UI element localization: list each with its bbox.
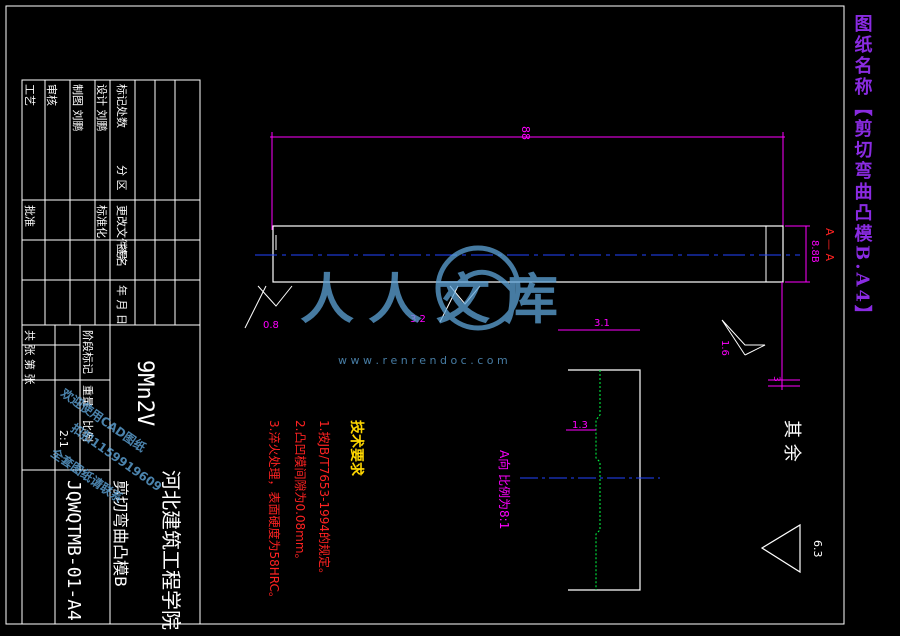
roughness-symbol-left [244,285,293,329]
tb-scale-label: 比例 [81,420,95,442]
dim-88-label: 88 [519,126,532,140]
detail-outline [568,369,641,591]
detail-dim-label: 1.3 [572,420,588,431]
roughness-right-value: 1.6 [719,340,730,356]
part-body [272,225,784,283]
tb-sheet: 共 张 第 张 [23,330,37,385]
dim-small-right: 3.1 [594,318,610,329]
part-main-view: 88 8.8B A — A 0.8 3.2 1.6 3.1 3 [244,126,836,390]
tb-standard: 标准化 [95,205,109,238]
notes-heading: 技术要求 [348,420,365,477]
tb-row-sign: 签名 [115,245,129,267]
tb-row-date: 年 月 日 [115,285,129,325]
roughness-symbol-middle [439,285,481,323]
watermark-url: w w w . r e n r e n d o c . c o m [338,354,508,367]
tb-stage-mark: 阶段标记 [81,330,95,374]
tb-school: 河北建筑工程学院 [159,470,183,630]
tb-row-file: 更改文件号 [115,205,129,260]
tb-check: 审核 [45,84,59,106]
roughness-rest-value: 6.3 [811,540,824,558]
sheet-title: 图纸名称【剪切弯曲凸模B.A4】 [852,14,873,326]
section-label: A — A [823,228,836,262]
tb-process: 工艺 [23,84,36,106]
detail-view-label: A向 比例为8:1 [497,450,512,529]
tb-drawing-no: JQWQTMB-01-A4 [63,480,84,621]
title-block [22,80,200,624]
detail-profile [595,370,601,590]
note-1: 1.按JB/T7653-1994的规定。 [317,420,332,580]
watermark-logo-swoosh [442,269,514,302]
roughness-symbol-rest [760,523,801,574]
tb-row-zone: 分 区 [115,165,128,191]
tb-material: 9Mn2V [132,360,157,426]
watermark-brand: 人人文库 [300,268,572,331]
title-block-text: 标记处数 分 区 更改文件号 签名 年 月 日 设计 刘鹏 制图 刘鹏 标准化 … [23,84,183,630]
roughness-symbol-right [721,319,766,356]
rest-label: 其 余 [781,420,802,462]
note-2: 2.凸凹模间隙为0.08mm。 [293,420,307,566]
tb-weight: 重量 [81,385,95,407]
dim-bottom-right: 3 [771,376,781,382]
detail-view-a: 1.3 A向 比例为8:1 [497,369,660,591]
tb-drafting: 制图 刘鹏 [71,84,84,132]
tb-scale: 2:1 [57,430,70,448]
tb-part-name: 剪切弯曲凸模B [111,480,130,587]
tb-row-mark: 标记处数 [115,84,129,128]
watermark-logo-circle [435,245,521,331]
watermark: 人人文库 w w w . r e n r e n d o c . c o m [300,245,572,367]
tech-notes: 技术要求 1.按JB/T7653-1994的规定。 2.凸凹模间隙为0.08mm… [267,420,365,604]
roughness-left-value: 0.8 [263,320,279,331]
roughness-middle-value: 3.2 [410,314,426,325]
drawing-frame [5,5,845,625]
tb-approve: 批准 [23,205,37,227]
tb-design: 设计 刘鹏 [95,84,108,132]
dim-height-label: 8.8B [809,240,820,263]
note-3: 3.淬火处理，表面硬度为58HRC。 [267,420,282,604]
